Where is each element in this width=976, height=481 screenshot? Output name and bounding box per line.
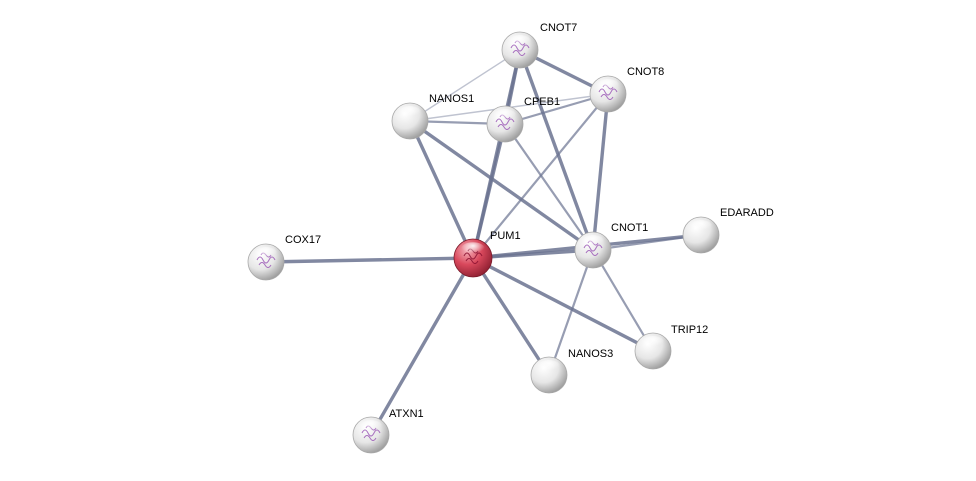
- node-label-pum1: PUM1: [490, 230, 521, 242]
- node-label-trip12: TRIP12: [671, 324, 708, 336]
- node-highlight: [581, 235, 604, 249]
- node-highlight: [493, 109, 516, 123]
- node-label-cnot8: CNOT8: [627, 66, 664, 78]
- edge-cnot8-cnot1: [593, 94, 608, 250]
- node-highlight: [641, 336, 664, 350]
- node-label-cnot7: CNOT7: [540, 22, 577, 34]
- node-highlight: [254, 247, 277, 261]
- node-highlight: [461, 242, 486, 256]
- node-nanos3[interactable]: NANOS3: [531, 348, 613, 393]
- node-highlight: [508, 35, 531, 49]
- node-highlight: [359, 420, 382, 434]
- node-atxn1[interactable]: ATXN1: [353, 408, 424, 453]
- node-label-cox17: COX17: [285, 234, 321, 246]
- node-label-cnot1: CNOT1: [611, 222, 648, 234]
- node-highlight: [398, 106, 421, 120]
- node-label-cpeb1: CPEB1: [524, 96, 560, 108]
- node-highlight: [689, 220, 712, 234]
- node-cox17[interactable]: COX17: [248, 234, 321, 280]
- node-nanos1[interactable]: NANOS1: [392, 93, 474, 139]
- node-highlight: [537, 360, 560, 374]
- node-label-nanos1: NANOS1: [429, 93, 474, 105]
- node-label-edaradd: EDARADD: [720, 207, 774, 219]
- edge-pum1-cox17: [266, 258, 473, 262]
- node-label-nanos3: NANOS3: [568, 348, 613, 360]
- node-highlight: [596, 79, 619, 93]
- node-edaradd[interactable]: EDARADD: [683, 207, 774, 253]
- node-trip12[interactable]: TRIP12: [635, 324, 708, 369]
- edge-pum1-nanos3: [473, 258, 549, 375]
- node-cnot8[interactable]: CNOT8: [590, 66, 664, 112]
- node-label-atxn1: ATXN1: [389, 408, 424, 420]
